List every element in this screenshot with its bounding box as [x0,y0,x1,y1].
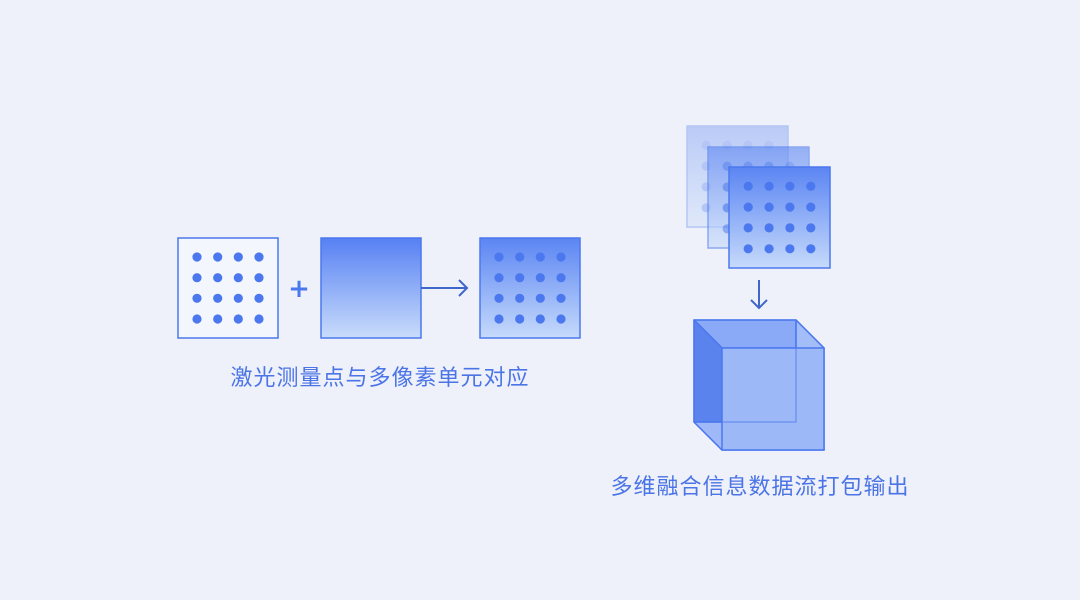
grid-dot [192,273,202,283]
grid-dot [535,273,545,283]
grid-dot [494,252,504,262]
plus-operator: + [288,274,310,304]
output-cube-icon [693,319,825,451]
pixel-gradient-icon [320,237,422,339]
grid-dot [806,181,816,191]
grid-dot [515,293,525,303]
laser-points-frame [177,237,279,339]
grid-dot [213,273,223,283]
grid-dot [785,244,795,254]
grid-dot [233,273,243,283]
grid-dot [494,273,504,283]
grid-dot [233,314,243,324]
grid-dot [515,273,525,283]
grid-dot [785,181,795,191]
grid-dot [556,252,566,262]
grid-dot [743,244,753,254]
right-arrow-head [458,279,469,297]
grid-dot [764,181,774,191]
grid-dot [556,314,566,324]
pixel-gradient-block [320,237,422,339]
grid-dot [806,202,816,212]
grid-dot [764,202,774,212]
grid-dot [515,252,525,262]
grid-dot [806,223,816,233]
left-caption: 激光测量点与多像素单元对应 [230,366,530,391]
grid-dot [556,293,566,303]
grid-dot [764,223,774,233]
fused-grid-frame [479,237,581,339]
cube-front-face [721,347,825,451]
grid-dot [254,273,264,283]
grid-dot [515,314,525,324]
grid-dot [213,314,223,324]
grid-dot [192,293,202,303]
grid-dot [535,293,545,303]
down-arrow-icon [750,280,768,310]
grid-dot [556,273,566,283]
grid-dot [254,293,264,303]
grid-dot [213,293,223,303]
layer-front [728,166,831,269]
grid-dot [806,244,816,254]
grid-dot [233,252,243,262]
laser-points-grid-icon [177,237,279,339]
grid-dot [743,223,753,233]
grid-dot [785,223,795,233]
grid-dot [494,293,504,303]
grid-dot [213,252,223,262]
down-arrow-head [750,299,768,310]
grid-dot [494,314,504,324]
grid-dot [192,314,202,324]
cube-back-edges [693,319,797,423]
fused-dots [494,252,566,324]
fused-grid-icon [479,237,581,339]
grid-dot [535,314,545,324]
laser-dots [192,252,264,324]
grid-dot [785,202,795,212]
grid-dot [233,293,243,303]
grid-dot [535,252,545,262]
stacked-layers-icon [686,125,831,269]
grid-dot [764,244,774,254]
grid-dot [743,202,753,212]
grid-dot [743,181,753,191]
grid-dot [254,314,264,324]
right-caption: 多维融合信息数据流打包输出 [610,475,910,500]
grid-dot [192,252,202,262]
right-arrow-icon [421,279,469,297]
grid-dot [254,252,264,262]
